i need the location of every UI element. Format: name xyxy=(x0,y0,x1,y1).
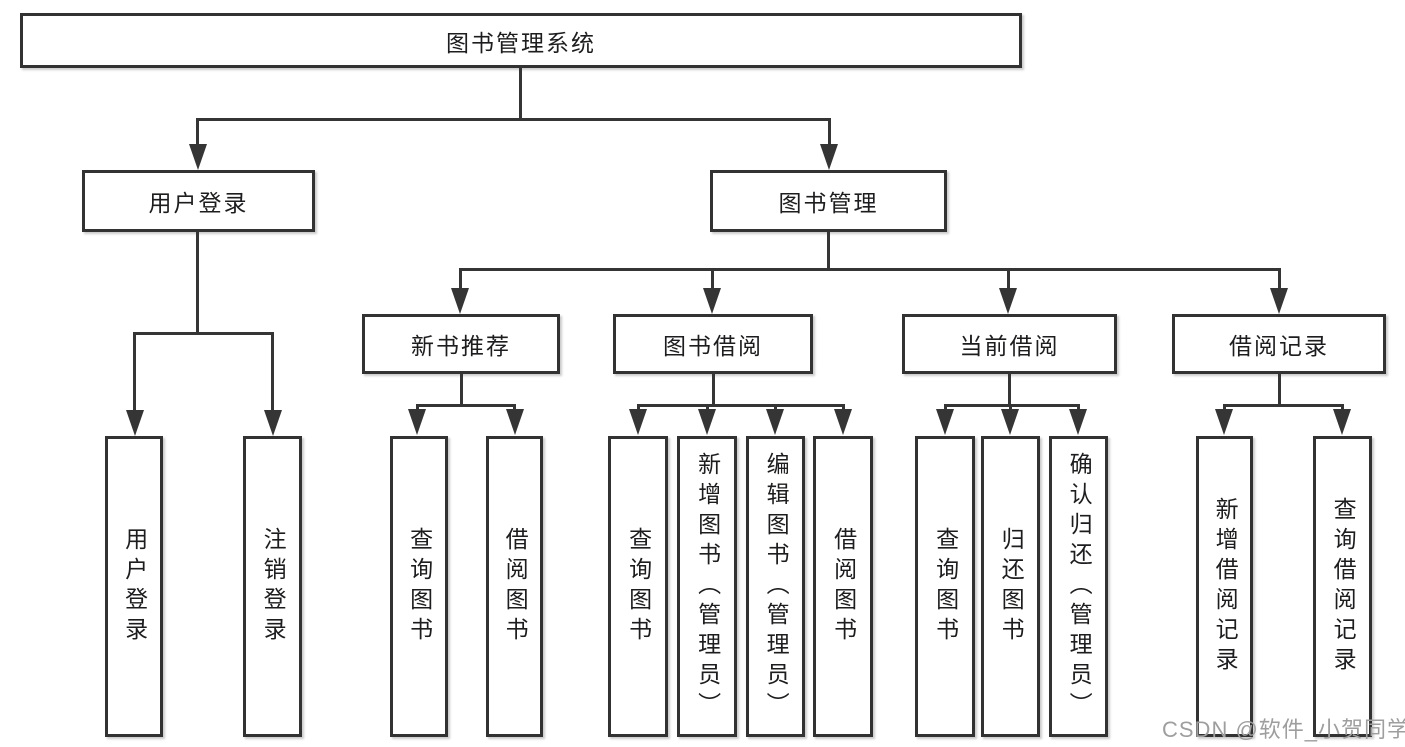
node-label: 当前借阅 xyxy=(959,333,1060,359)
edge-borrow-records-stem xyxy=(1278,374,1281,407)
edge-to-leaf-query-book-1 xyxy=(416,404,419,412)
arrowhead-leaf-query-record xyxy=(1333,409,1351,435)
csdn-watermark: CSDN @软件_小贺同学 xyxy=(1162,717,1405,742)
edge-to-new-book-recommend xyxy=(459,268,462,294)
arrowhead-book-borrow xyxy=(703,288,721,314)
leaf-borrow-book-recommend: 借阅图书 xyxy=(486,436,543,737)
edge-book-management-stem xyxy=(827,232,830,271)
edge-to-leaf-return-book xyxy=(1009,404,1012,412)
arrowhead-current-borrow xyxy=(999,288,1017,314)
leaf-add-borrow-record: 新增借阅记录 xyxy=(1196,436,1253,737)
arrowhead-leaf-borrow-book-1 xyxy=(506,409,524,435)
node-book-management: 图书管理 xyxy=(710,170,947,232)
edge-to-borrow-records xyxy=(1278,268,1281,294)
edge-to-current-borrow xyxy=(1007,268,1010,294)
node-label: 图书借阅 xyxy=(663,333,763,359)
edge-to-leaf-query-record xyxy=(1341,404,1344,412)
leaf-label: 归还图书 xyxy=(998,526,1025,647)
node-new-book-recommend: 新书推荐 xyxy=(362,314,560,374)
leaf-label: 确认归还（管理员） xyxy=(1066,451,1093,722)
edge-to-leaf-query-book-2 xyxy=(637,404,640,412)
edge-new-book-bus xyxy=(416,404,516,407)
edge-to-leaf-borrow-book-1 xyxy=(513,404,516,412)
leaf-label: 新增借阅记录 xyxy=(1212,496,1239,677)
edge-to-leaf-add-book xyxy=(706,404,709,412)
leaf-edit-book-admin: 编辑图书（管理员） xyxy=(746,436,805,737)
arrowhead-book-management xyxy=(820,144,838,170)
node-library-management-system: 图书管理系统 xyxy=(20,13,1022,68)
node-label: 借阅记录 xyxy=(1229,333,1329,359)
leaf-label: 借阅图书 xyxy=(502,526,529,647)
node-current-borrow: 当前借阅 xyxy=(902,314,1117,374)
leaf-confirm-return-admin: 确认归还（管理员） xyxy=(1049,436,1108,737)
arrowhead-leaf-query-book-2 xyxy=(629,409,647,435)
edge-to-leaf-logout xyxy=(271,332,274,412)
leaf-borrow-book: 借阅图书 xyxy=(813,436,873,737)
leaf-query-book-recommend: 查询图书 xyxy=(390,436,448,737)
edge-user-login-stem xyxy=(196,232,199,335)
edge-new-book-stem xyxy=(460,374,463,407)
edge-to-book-borrow xyxy=(711,268,714,294)
leaf-label: 查询借阅记录 xyxy=(1330,496,1357,677)
edge-to-book-management xyxy=(828,118,831,148)
leaf-query-book-borrow: 查询图书 xyxy=(608,436,668,737)
arrowhead-leaf-query-book-3 xyxy=(936,409,954,435)
leaf-add-book-admin: 新增图书（管理员） xyxy=(677,436,737,737)
node-borrow-records: 借阅记录 xyxy=(1172,314,1386,374)
arrowhead-new-book-recommend xyxy=(451,288,469,314)
arrowhead-leaf-borrow-book-2 xyxy=(834,409,852,435)
leaf-label: 查询图书 xyxy=(406,526,433,647)
arrowhead-leaf-edit-book xyxy=(766,409,784,435)
leaf-return-book: 归还图书 xyxy=(981,436,1040,737)
node-label: 用户登录 xyxy=(148,190,249,216)
edge-borrow-records-bus xyxy=(1223,404,1344,407)
arrowhead-leaf-login xyxy=(126,410,144,436)
edge-to-leaf-login xyxy=(133,332,136,412)
leaf-label: 用户登录 xyxy=(121,526,148,647)
node-book-borrow: 图书借阅 xyxy=(613,314,813,374)
node-label: 新书推荐 xyxy=(411,333,511,359)
leaf-label: 查询图书 xyxy=(625,526,652,647)
leaf-logout: 注销登录 xyxy=(243,436,302,737)
leaf-label: 查询图书 xyxy=(932,526,959,647)
arrowhead-leaf-query-book-1 xyxy=(408,409,426,435)
arrowhead-leaf-return-book xyxy=(1001,409,1019,435)
node-label: 图书管理 xyxy=(778,190,879,216)
arrowhead-leaf-add-book xyxy=(698,409,716,435)
arrowhead-leaf-confirm-return xyxy=(1069,409,1087,435)
leaf-label: 借阅图书 xyxy=(830,526,857,647)
arrowhead-borrow-records xyxy=(1270,288,1288,314)
arrowhead-leaf-add-record xyxy=(1215,409,1233,435)
edge-to-leaf-edit-book xyxy=(774,404,777,412)
node-user-login: 用户登录 xyxy=(82,170,315,232)
edge-level3-bus xyxy=(459,268,1281,271)
edge-level2-bus xyxy=(196,118,831,121)
edge-to-leaf-confirm-return xyxy=(1077,404,1080,412)
arrowhead-user-login xyxy=(189,144,207,170)
edge-to-leaf-borrow-book-2 xyxy=(842,404,845,412)
edge-current-borrow-stem xyxy=(1008,374,1011,407)
arrowhead-leaf-logout xyxy=(264,410,282,436)
leaf-query-borrow-record: 查询借阅记录 xyxy=(1313,436,1372,737)
edge-book-borrow-bus xyxy=(637,404,844,407)
node-label: 图书管理系统 xyxy=(446,29,596,56)
leaf-query-book-current: 查询图书 xyxy=(915,436,975,737)
edge-user-login-bus xyxy=(133,332,274,335)
edge-to-leaf-add-record xyxy=(1223,404,1226,412)
edge-to-leaf-query-book-3 xyxy=(944,404,947,412)
leaf-label: 注销登录 xyxy=(260,526,287,647)
edge-root-stem xyxy=(519,68,522,120)
leaf-label: 新增图书（管理员） xyxy=(694,451,721,722)
leaf-user-login: 用户登录 xyxy=(105,436,163,737)
edge-book-borrow-stem xyxy=(712,374,715,407)
edge-to-user-login xyxy=(196,118,199,148)
leaf-label: 编辑图书（管理员） xyxy=(763,451,790,722)
